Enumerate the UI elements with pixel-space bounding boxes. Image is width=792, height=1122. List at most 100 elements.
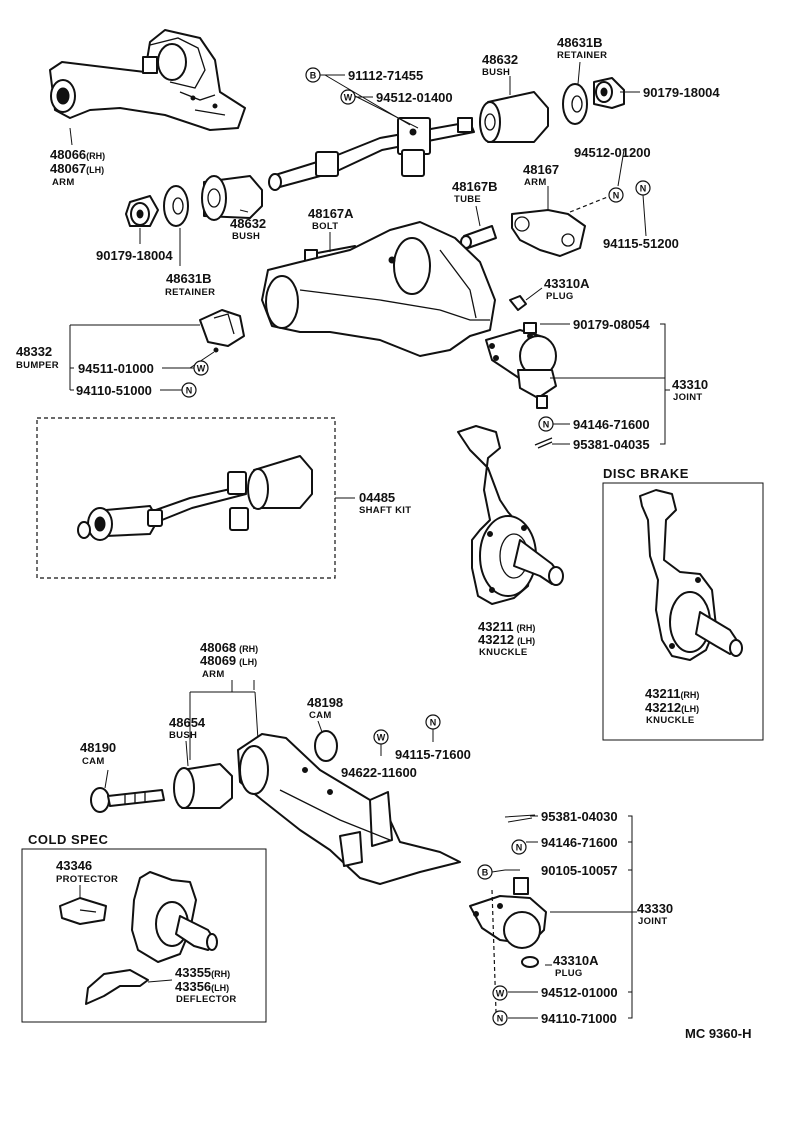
svg-text:B: B <box>482 868 489 878</box>
svg-text:43355(RH): 43355(RH) <box>175 965 230 980</box>
svg-text:43212(LH): 43212(LH) <box>645 700 699 715</box>
part-number-91112-71455: 91112-71455 <box>348 68 423 83</box>
callout-48167b-tube[interactable]: 48167B TUBE <box>452 179 498 205</box>
cold-spec-title: COLD SPEC <box>28 832 108 847</box>
callout-94622-11600[interactable]: W 94622-11600 <box>341 729 417 780</box>
svg-text:N: N <box>516 843 523 853</box>
bush-48654-drawing <box>173 763 233 809</box>
part-number-95381-04035[interactable]: 95381-04035 <box>573 437 650 452</box>
callout-94512-01200[interactable]: 94512-01200 N <box>574 145 651 203</box>
callout-48167-arm[interactable]: 48167 ARM <box>523 162 559 188</box>
part-number-90179-18004-left[interactable]: 90179-18004 <box>96 248 173 263</box>
svg-text:48066(RH): 48066(RH) <box>50 147 105 162</box>
part-number-04485: 04485 <box>359 490 395 505</box>
part-number-95381-04030[interactable]: 95381-04030 <box>541 809 618 824</box>
callout-48190-cam[interactable]: 48190 CAM <box>80 740 116 767</box>
callout-94115-71600[interactable]: N 94115-71600 <box>395 714 471 762</box>
part-name-48654: BUSH <box>169 730 197 741</box>
part-name-43330: JOINT <box>638 916 667 927</box>
part-number-48631b-top: 48631B <box>557 35 603 50</box>
part-name-48198: CAM <box>309 710 332 721</box>
tube-48167b-drawing <box>460 225 497 249</box>
callout-43310a-plug-upper[interactable]: 43310A PLUG <box>544 276 590 302</box>
part-number-43212: 43212 <box>478 632 514 647</box>
callout-94512-01400[interactable]: W 94512-01400 <box>340 89 453 105</box>
part-name-48332: BUMPER <box>16 360 59 371</box>
callout-43346-protector[interactable]: 43346 PROTECTOR <box>56 858 118 885</box>
callout-48198-cam[interactable]: 48198 CAM <box>307 695 343 721</box>
callout-43310a-plug-lower[interactable]: 43310A PLUG <box>553 953 599 979</box>
part-number-43310a-upper: 43310A <box>544 276 590 291</box>
side-43355: (RH) <box>211 969 230 979</box>
side-48067: (LH) <box>86 165 104 175</box>
callout-48632-bush-left[interactable]: 48632 BUSH <box>230 216 266 242</box>
side-43211: (RH) <box>516 623 535 633</box>
nut-symbol-icon: N <box>511 839 527 855</box>
cold-spec-box <box>21 848 267 1023</box>
callout-43211-knuckle-disc[interactable]: 43211(RH) 43212(LH) KNUCKLE <box>645 686 699 726</box>
callout-43211-knuckle[interactable]: 43211(RH) 43212(LH) KNUCKLE <box>478 619 535 658</box>
arm-48167-drawing <box>511 209 586 257</box>
part-number-48632-top: 48632 <box>482 52 518 67</box>
washer-symbol-icon: W <box>492 985 508 1001</box>
callout-48068-arm[interactable]: 48068(RH) 48069(LH) ARM <box>200 640 258 680</box>
part-number-94512-01400: 94512-01400 <box>376 90 453 105</box>
callout-48332-bumper[interactable]: 48332 BUMPER <box>16 344 59 371</box>
part-number-94110-71000: 94110-71000 <box>541 1011 617 1026</box>
part-name-43310a-upper: PLUG <box>546 291 574 302</box>
callout-43355-deflector[interactable]: 43355(RH) 43356(LH) DEFLECTOR <box>175 965 237 1005</box>
part-number-43356: 43356 <box>175 979 211 994</box>
callout-94511-01000[interactable]: 94511-01000 W <box>78 360 209 376</box>
callout-94115-51200[interactable]: N 94115-51200 <box>603 180 679 251</box>
part-number-43330: 43330 <box>637 901 673 916</box>
part-name-48632-left: BUSH <box>232 231 260 242</box>
part-number-48167: 48167 <box>523 162 559 177</box>
part-number-94146-71600-upper: 94146-71600 <box>573 417 650 432</box>
part-number-43211: 43211 <box>478 619 513 634</box>
callout-48654-bush[interactable]: 48654 BUSH <box>169 715 206 741</box>
part-number-94115-71600: 94115-71600 <box>395 747 471 762</box>
washer-symbol-icon: W <box>373 729 389 745</box>
part-name-43212: KNUCKLE <box>479 647 528 658</box>
callout-94512-01000[interactable]: W 94512-01000 <box>492 985 618 1001</box>
callout-94110-71000[interactable]: N 94110-71000 <box>492 1010 617 1026</box>
part-number-94511-01000: 94511-01000 <box>78 361 154 376</box>
side-48066: (RH) <box>86 151 105 161</box>
callout-90105-10057[interactable]: B 90105-10057 <box>477 863 618 880</box>
svg-text:N: N <box>543 420 550 430</box>
nut-symbol-icon: N <box>492 1010 508 1026</box>
protector-43346-drawing <box>59 897 107 925</box>
deflector-43355-drawing <box>85 969 149 1005</box>
callout-48066-arm[interactable]: 48066(RH) 48067(LH) ARM <box>50 147 105 188</box>
washer-symbol-icon: W <box>340 89 356 105</box>
callout-04485-shaft-kit[interactable]: 04485 SHAFT KIT <box>359 490 411 516</box>
bolt-symbol-icon: B <box>305 67 321 83</box>
lower-arm-48068-drawing <box>237 733 461 885</box>
part-number-48654: 48654 <box>169 715 206 730</box>
svg-text:W: W <box>377 733 386 743</box>
callout-48167a-bolt[interactable]: 48167A BOLT <box>308 206 354 232</box>
part-number-48167a: 48167A <box>308 206 354 221</box>
callout-43310-joint[interactable]: 43310 JOINT <box>672 377 708 403</box>
part-name-48067: ARM <box>52 177 75 188</box>
part-number-48198: 48198 <box>307 695 343 710</box>
svg-text:43212(LH): 43212(LH) <box>478 632 535 647</box>
part-number-90179-18004-top[interactable]: 90179-18004 <box>643 85 720 100</box>
callout-43330-joint[interactable]: 43330 JOINT <box>637 901 673 927</box>
callout-91112-71455[interactable]: B 91112-71455 <box>305 67 423 83</box>
callout-48632-bush-top[interactable]: 48632 BUSH <box>482 52 518 78</box>
part-number-94512-01000: 94512-01000 <box>541 985 618 1000</box>
callout-94146-71600-lower[interactable]: N 94146-71600 <box>511 835 618 855</box>
cold-spec-knuckle-drawing <box>131 871 218 963</box>
callout-94146-71600-upper[interactable]: N 94146-71600 <box>538 416 650 432</box>
upper-shaft-drawing <box>268 117 475 191</box>
callout-48631b-retainer-left[interactable]: 48631B RETAINER <box>165 271 215 298</box>
upper-arm-48066-drawing <box>49 29 246 131</box>
nut-90179-left-drawing <box>125 195 159 227</box>
bumper-48332-drawing <box>199 309 245 353</box>
part-number-90179-08054[interactable]: 90179-08054 <box>573 317 650 332</box>
svg-text:48067(LH): 48067(LH) <box>50 161 104 176</box>
callout-48631b-retainer-top[interactable]: 48631B RETAINER <box>557 35 607 61</box>
callout-94110-51000[interactable]: 94110-51000 N <box>76 382 197 398</box>
